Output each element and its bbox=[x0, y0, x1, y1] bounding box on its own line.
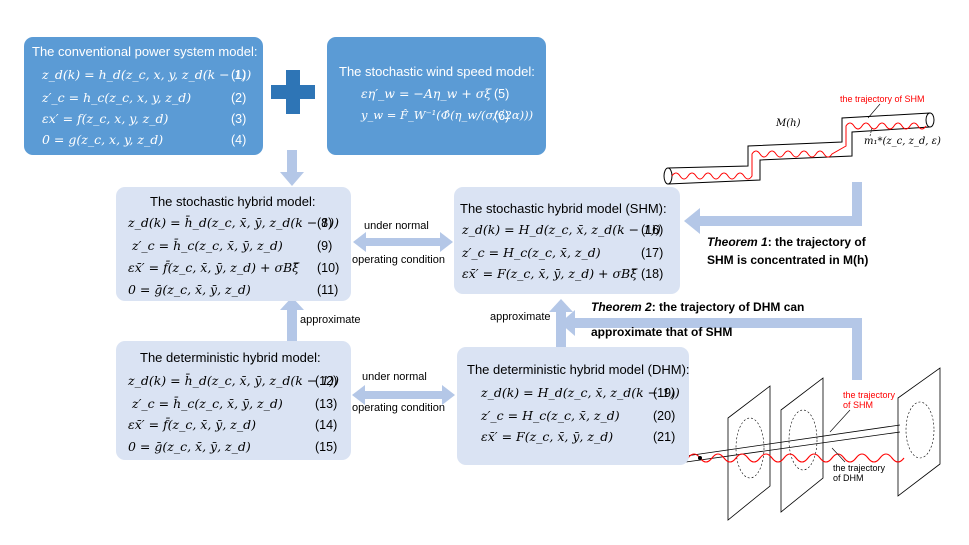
equation-10: εx̄′ = f̄(z_c, x̄, ȳ, z_d) + σBξ̄ bbox=[128, 260, 300, 275]
deterministic-hybrid-model-title: The deterministic hybrid model: bbox=[140, 350, 321, 365]
equation-1: z_d(k) = h_d(z_c, x, y, z_d(k − 1)) bbox=[42, 67, 252, 82]
label-m1-star: m₁*(z_c, z_d, ε) bbox=[864, 136, 941, 147]
label-trajectory-of-shm-bottom-2: of SHM bbox=[843, 400, 874, 410]
equation-number-6: (6) bbox=[494, 109, 510, 123]
label-trajectory-of-dhm-2: of DHM bbox=[833, 473, 864, 483]
manifold-figure bbox=[663, 103, 935, 185]
shm-title: The stochastic hybrid model (SHM): bbox=[460, 201, 667, 216]
equation-number-13: (13) bbox=[315, 397, 338, 411]
theorem-1-name: Theorem 1 bbox=[707, 235, 768, 249]
equation-20: z′_c = H_c(z_c, x̄, z_d) bbox=[481, 408, 620, 423]
equation-number-21: (21) bbox=[653, 430, 676, 444]
equation-19: z_d(k) = H_d(z_c, x̄, z_d(k − 1)) bbox=[481, 385, 680, 400]
arrow-theorem2 bbox=[560, 310, 862, 380]
label-trajectory-of-shm-bottom-1: the trajectory bbox=[843, 390, 896, 400]
equation-number-14: (14) bbox=[315, 418, 338, 432]
theorem-1-line-2: SHM is concentrated in M(h) bbox=[707, 253, 869, 267]
conventional-model-box: The conventional power system model: z_d… bbox=[24, 37, 263, 155]
equation-8: z_d(k) = h̄_d(z_c, x̄, ȳ, z_d(k − 1)) bbox=[128, 215, 339, 230]
equation-number-2: (2) bbox=[231, 91, 247, 105]
equation-15: 0 = ḡ(z_c, x̄, ȳ, z_d) bbox=[128, 439, 251, 454]
theorem-2-line-1: Theorem 2: the trajectory of DHM can bbox=[591, 300, 804, 314]
equation-number-12: (12) bbox=[315, 374, 338, 388]
equation-9: z′_c = h̄_c(z_c, x̄, ȳ, z_d) bbox=[132, 238, 283, 253]
label-operating-condition-bottom: operating condition bbox=[352, 402, 445, 414]
equation-number-1: (1) bbox=[231, 68, 247, 82]
equation-4: 0 = g(z_c, x, y, z_d) bbox=[42, 132, 164, 147]
conventional-model-title: The conventional power system model: bbox=[32, 44, 258, 59]
equation-18: εx̄′ = F(z_c, x̄, ȳ, z_d) + σBξ̄ bbox=[462, 266, 638, 281]
equation-number-15: (15) bbox=[315, 440, 338, 454]
equation-number-18: (18) bbox=[641, 267, 664, 281]
wind-speed-model-box: The stochastic wind speed model: εη′_w =… bbox=[327, 37, 546, 155]
equation-16: z_d(k) = H_d(z_c, x̄, z_d(k − 1)) bbox=[462, 222, 661, 237]
theorem-2-line-2: approximate that of SHM bbox=[591, 325, 733, 339]
equation-number-16: (16) bbox=[641, 223, 664, 237]
deterministic-hybrid-model-box: The deterministic hybrid model: z_d(k) =… bbox=[116, 341, 351, 460]
label-manifold: M(h) bbox=[776, 118, 801, 129]
arrow-theorem1 bbox=[684, 182, 862, 234]
equation-6: y_w = F̂_W⁻¹(Φ̂(η_w/(σ/√2α))) bbox=[361, 108, 534, 122]
theorem-1-line-1: Theorem 1: the trajectory of bbox=[707, 235, 866, 249]
arrow-conventional-to-stochastic bbox=[280, 150, 304, 186]
equation-number-17: (17) bbox=[641, 246, 664, 260]
equation-17: z′_c = H_c(z_c, x̄, z_d) bbox=[462, 245, 601, 260]
equation-3: εx′ = f(z_c, x, y, z_d) bbox=[42, 111, 169, 126]
wind-speed-model-title: The stochastic wind speed model: bbox=[339, 64, 535, 79]
plus-icon bbox=[271, 70, 315, 114]
equation-14: εx̄′ = f̄(z_c, x̄, ȳ, z_d) bbox=[128, 417, 257, 432]
shm-box: The stochastic hybrid model (SHM): z_d(k… bbox=[454, 187, 680, 294]
trajectory-figure bbox=[685, 367, 941, 521]
equation-number-20: (20) bbox=[653, 409, 676, 423]
equation-number-5: (5) bbox=[494, 87, 510, 101]
label-approximate-left: approximate bbox=[300, 314, 361, 326]
double-arrow-top bbox=[353, 232, 453, 252]
equation-number-19: (19) bbox=[653, 386, 676, 400]
label-trajectory-of-shm-top: the trajectory of SHM bbox=[840, 94, 925, 104]
equation-21: εx̄′ = F(z_c, x̄, ȳ, z_d) bbox=[481, 429, 614, 444]
theorem-1-text-1: : the trajectory of bbox=[767, 235, 866, 249]
stochastic-hybrid-model-title: The stochastic hybrid model: bbox=[150, 194, 316, 209]
label-under-normal-bottom: under normal bbox=[362, 371, 427, 383]
equation-2: z′_c = h_c(z_c, x, y, z_d) bbox=[42, 90, 192, 105]
label-trajectory-of-dhm-1: the trajectory bbox=[833, 463, 886, 473]
equation-number-4: (4) bbox=[231, 133, 247, 147]
dhm-box: The deterministic hybrid model (DHM): z_… bbox=[457, 347, 690, 465]
arrow-approximate-right bbox=[549, 299, 573, 347]
equation-number-10: (10) bbox=[317, 261, 340, 275]
theorem-2-name: Theorem 2 bbox=[591, 300, 652, 314]
equation-5: εη′_w = −Aη_w + σξ bbox=[361, 86, 492, 101]
label-operating-condition-top: operating condition bbox=[352, 254, 445, 266]
equation-13: z′_c = h̄_c(z_c, x̄, ȳ, z_d) bbox=[132, 396, 283, 411]
label-under-normal-top: under normal bbox=[364, 220, 429, 232]
dhm-title: The deterministic hybrid model (DHM): bbox=[467, 362, 690, 377]
equation-12: z_d(k) = h̄_d(z_c, x̄, ȳ, z_d(k − 1)) bbox=[128, 373, 339, 388]
equation-number-3: (3) bbox=[231, 112, 247, 126]
equation-number-11: (11) bbox=[317, 283, 339, 297]
equation-number-9: (9) bbox=[317, 239, 333, 253]
label-approximate-right: approximate bbox=[490, 311, 551, 323]
double-arrow-bottom bbox=[352, 385, 455, 405]
equation-11: 0 = ḡ(z_c, x̄, ȳ, z_d) bbox=[128, 282, 251, 297]
stochastic-hybrid-model-box: The stochastic hybrid model: z_d(k) = h̄… bbox=[116, 187, 351, 301]
theorem-2-text-1: : the trajectory of DHM can bbox=[651, 300, 805, 314]
arrow-approximate-left bbox=[280, 297, 304, 342]
equation-number-8: (8) bbox=[317, 216, 333, 230]
